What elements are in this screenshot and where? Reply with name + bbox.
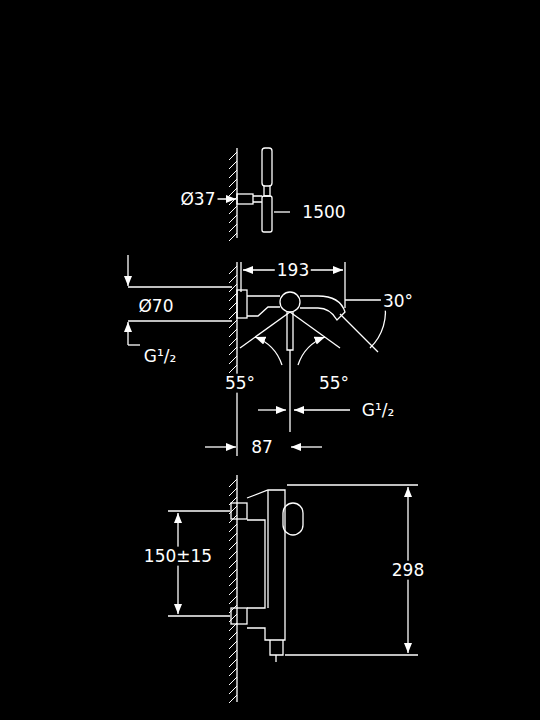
hatch-stroke xyxy=(229,497,237,505)
hatch-stroke xyxy=(229,506,237,514)
angle-dimension: 55° xyxy=(317,374,351,393)
hand-shower xyxy=(237,148,272,232)
hatch-stroke xyxy=(229,347,237,355)
hatch-stroke xyxy=(229,659,237,667)
hatch-stroke xyxy=(229,302,237,310)
hatch-stroke xyxy=(229,533,237,541)
hatch-stroke xyxy=(229,569,237,577)
angle-dimension: 55° xyxy=(223,374,257,393)
dimension-line xyxy=(205,446,236,447)
hatch-stroke xyxy=(229,596,237,604)
extension-line xyxy=(240,262,241,292)
hose-length: 1500 xyxy=(300,203,347,222)
angle-dimension: 30° xyxy=(381,292,415,311)
angle-arc xyxy=(298,337,325,365)
hatch-stroke xyxy=(229,179,237,187)
hatch-stroke xyxy=(229,578,237,586)
extension-line xyxy=(285,654,418,655)
extension-line xyxy=(168,615,230,616)
hatch-stroke xyxy=(229,215,237,223)
hatch-stroke xyxy=(229,560,237,568)
length-dimension: 193 xyxy=(275,261,311,280)
leader-line xyxy=(128,344,140,345)
angle-arc xyxy=(255,337,282,365)
hatch-stroke xyxy=(229,605,237,613)
hatch-stroke xyxy=(229,542,237,550)
hatch-stroke xyxy=(229,206,237,214)
hatch-stroke xyxy=(229,284,237,292)
hatch-stroke xyxy=(229,686,237,694)
hatch-stroke xyxy=(229,488,237,496)
hatch-stroke xyxy=(229,293,237,301)
hatch-stroke xyxy=(229,356,237,364)
hatch-stroke xyxy=(229,197,237,205)
hatch-stroke xyxy=(229,587,237,595)
hatch-stroke xyxy=(229,365,237,373)
dimension-line xyxy=(294,409,350,410)
hatch-stroke xyxy=(229,338,237,346)
hatch-stroke xyxy=(229,329,237,337)
spacing-dimension: 150±15 xyxy=(142,547,214,566)
wall-hatching xyxy=(229,152,237,703)
height-dimension: 298 xyxy=(390,561,426,580)
extension-line xyxy=(128,286,232,287)
center-line xyxy=(289,350,290,432)
extension-line xyxy=(168,510,230,511)
hatch-stroke xyxy=(229,311,237,319)
hatch-stroke xyxy=(229,152,237,160)
dimension-line xyxy=(127,255,128,286)
diameter-dimension: Ø37 xyxy=(178,190,217,209)
hatch-stroke xyxy=(229,695,237,703)
hatch-stroke xyxy=(229,668,237,676)
hatch-stroke xyxy=(229,650,237,658)
mixer-top-view xyxy=(237,290,345,350)
thread-size: G¹/₂ xyxy=(142,347,179,366)
dimension-line xyxy=(258,409,286,410)
thread-size: G¹/₂ xyxy=(360,401,397,420)
extension-line xyxy=(128,320,232,321)
dimension-line xyxy=(291,446,322,447)
dimension-line xyxy=(127,322,128,345)
extension-line xyxy=(287,484,418,485)
hatch-stroke xyxy=(229,551,237,559)
hatch-stroke xyxy=(229,641,237,649)
hatch-stroke xyxy=(229,161,237,169)
leader-line xyxy=(274,211,290,212)
hatch-stroke xyxy=(229,677,237,685)
hatch-stroke xyxy=(229,224,237,232)
extension-line xyxy=(344,262,345,308)
hatch-stroke xyxy=(229,170,237,178)
offset-dimension: 87 xyxy=(249,438,275,457)
diameter-dimension: Ø70 xyxy=(136,297,175,316)
hatch-stroke xyxy=(229,266,237,274)
hatch-stroke xyxy=(229,275,237,283)
hatch-stroke xyxy=(229,233,237,241)
hatch-stroke xyxy=(229,614,237,622)
hatch-stroke xyxy=(229,524,237,532)
hatch-stroke xyxy=(229,479,237,487)
hatch-stroke xyxy=(229,632,237,640)
mixer-front-view xyxy=(231,490,303,662)
hatch-stroke xyxy=(229,188,237,196)
